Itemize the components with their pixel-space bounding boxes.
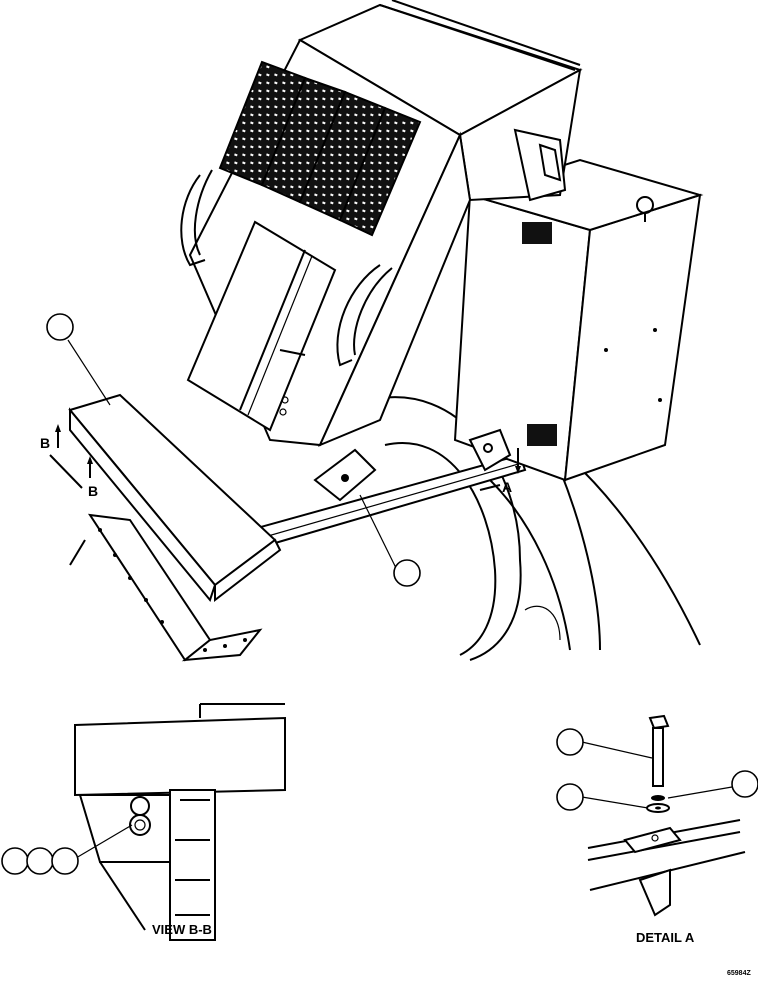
section-b-label-top: B <box>40 435 50 451</box>
callout-2 <box>359 494 421 587</box>
callout-6 <box>667 770 758 799</box>
callout-5 <box>556 783 649 811</box>
beam-mount <box>313 428 512 502</box>
callout-3 <box>1 824 133 875</box>
side-housing <box>453 158 704 482</box>
base-platform <box>68 393 282 662</box>
section-b-marker: B B <box>40 424 98 499</box>
detail-a-arrow-label: A <box>502 479 512 495</box>
view-bb-caption: VIEW B-B <box>152 922 212 937</box>
main-assembly-view: B B A <box>40 0 704 662</box>
callout-1 <box>46 313 111 406</box>
view-bb: VIEW B-B <box>1 703 286 941</box>
figure-number: 65984Z <box>727 970 751 977</box>
detail-a-marker: A <box>479 448 521 495</box>
section-b-label-bottom: B <box>88 483 98 499</box>
callout-4 <box>556 728 653 759</box>
cabinet <box>180 0 583 447</box>
detail-a: DETAIL A <box>556 714 758 945</box>
detail-a-caption: DETAIL A <box>636 930 695 945</box>
